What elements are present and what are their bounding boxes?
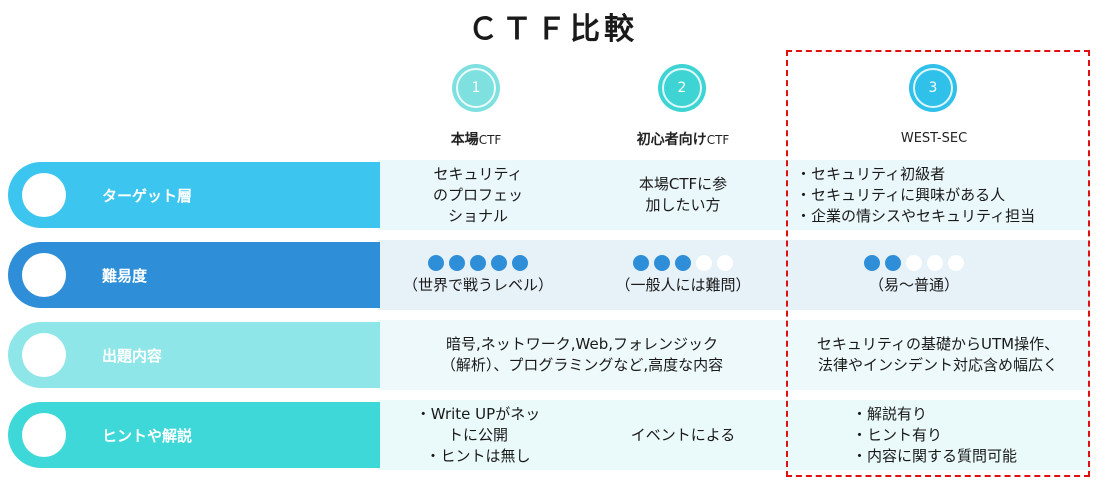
row-marker-circle	[22, 413, 66, 457]
rating-dot-empty	[927, 254, 943, 271]
rating-dot-filled	[633, 254, 649, 271]
row-label-difficulty: 難易度	[8, 242, 380, 308]
cell-difficulty-beginner: （一般人には難問）	[583, 240, 783, 310]
difficulty-rating	[633, 254, 733, 271]
cell-difficulty-honba: （世界で戦うレベル）	[380, 240, 576, 310]
rating-dot-filled	[885, 254, 901, 271]
column-header-1: 本場CTF	[450, 132, 502, 148]
row-band-hints	[378, 400, 1090, 470]
cell-hints-honba: ・Write UPがネットに公開・ヒントは無し	[415, 404, 541, 465]
rating-dot-filled	[675, 254, 691, 271]
cell-target-westsec: ・セキュリティ初級者・セキュリティに興味がある人・企業の情シスやセキュリティ担当	[796, 164, 1036, 225]
cell-target-honba: セキュリティのプロフェッショナル	[432, 164, 523, 225]
rating-dot-filled	[864, 254, 880, 271]
rating-dot-filled	[449, 254, 465, 271]
difficulty-rating	[864, 254, 964, 271]
cell-content-ctf: 暗号,ネットワーク,Web,フォレンジック（解析）、プログラミングなど,高度な内…	[440, 335, 724, 374]
cell-difficulty-westsec: （易～普通）	[814, 240, 1014, 310]
rating-dot-filled	[654, 254, 670, 271]
rating-dot-filled	[512, 254, 528, 271]
row-band-content	[378, 320, 1090, 390]
westsec-highlight-box	[786, 50, 1090, 477]
rating-dot-filled	[491, 254, 507, 271]
cell-target-beginner: 本場CTFに参加したい方	[638, 175, 728, 214]
column-number-1: 1	[452, 64, 500, 112]
page-title: ＣＴＦ比較	[468, 12, 638, 47]
cell-hints-beginner: イベントによる	[630, 425, 736, 444]
difficulty-rating	[428, 254, 528, 271]
row-band-target	[378, 160, 1090, 230]
rating-dot-empty	[948, 254, 964, 271]
row-marker-circle	[22, 333, 66, 377]
row-label-hints: ヒントや解説	[8, 402, 380, 468]
rating-dot-empty	[906, 254, 922, 271]
row-marker-circle	[22, 173, 66, 217]
cell-content-westsec: セキュリティの基礎からUTM操作、法律やインシデント対応含め幅広く	[816, 335, 1060, 374]
rating-dot-filled	[470, 254, 486, 271]
row-band-difficulty	[378, 240, 1090, 310]
column-header-2: 初心者向けCTF	[636, 132, 730, 148]
column-header-3: WEST-SEC	[900, 131, 968, 146]
column-number-3: 3	[909, 64, 957, 112]
rating-dot-empty	[717, 254, 733, 271]
row-label-content: 出題内容	[8, 322, 380, 388]
rating-dot-filled	[428, 254, 444, 271]
column-number-2: 2	[658, 64, 706, 112]
row-marker-circle	[22, 253, 66, 297]
row-label-target: ターゲット層	[8, 162, 380, 228]
cell-hints-westsec: ・解説有り・ヒント有り・内容に関する質問可能	[852, 404, 1018, 465]
rating-dot-empty	[696, 254, 712, 271]
